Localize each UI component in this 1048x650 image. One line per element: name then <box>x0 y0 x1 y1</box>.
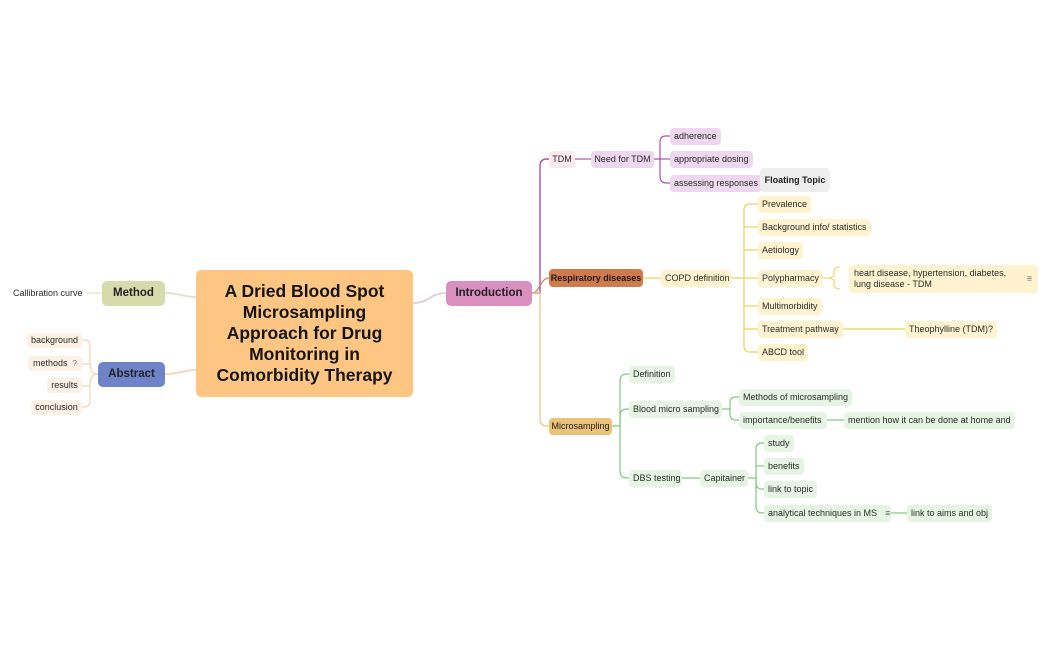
subtopic-label: Blood micro sampling <box>633 404 720 415</box>
subtopic-analytical-techniques[interactable]: analytical techniques in MS ≡ <box>764 505 891 522</box>
subtopic-label: Polypharmacy <box>762 273 820 284</box>
floating-topic[interactable]: Floating Topic <box>760 168 830 192</box>
subtopic-label: Microsampling <box>551 421 610 432</box>
subtopic-label: mention how it can be done at home and <box>848 415 1011 426</box>
subtopic-label: appropriate dosing <box>674 154 749 165</box>
subtopic-label: benefits <box>768 461 800 472</box>
subtopic-label: Theophylline (TDM)? <box>909 324 994 335</box>
central-topic[interactable]: A Dried Blood Spot Microsampling Approac… <box>196 270 413 397</box>
central-topic-label: A Dried Blood Spot Microsampling Approac… <box>216 281 393 385</box>
subtopic-multimorbidity[interactable]: Multimorbidity <box>758 298 822 315</box>
question-mark-icon[interactable]: ? <box>72 358 77 368</box>
note-lines-icon[interactable]: ≡ <box>1026 273 1032 284</box>
subtopic-callibration-curve[interactable]: Callibration curve <box>10 285 86 301</box>
subtopic-home-sampling-note[interactable]: mention how it can be done at home and <box>844 412 1015 429</box>
subtopic-methods[interactable]: methods ? <box>28 356 82 371</box>
subtopic-microsampling[interactable]: Microsampling <box>549 418 612 435</box>
subtopic-need-for-tdm[interactable]: Need for TDM <box>591 151 654 168</box>
subtopic-label: Multimorbidity <box>762 301 818 312</box>
subtopic-label: conclusion <box>35 402 78 413</box>
subtopic-treatment-pathway[interactable]: Treatment pathway <box>758 321 843 338</box>
topic-abstract[interactable]: Abstract <box>98 362 165 387</box>
subtopic-abcd-tool[interactable]: ABCD tool <box>758 344 809 361</box>
subtopic-label: heart disease, hypertension, diabetes, l… <box>854 268 1007 289</box>
subtopic-label: DBS testing <box>633 473 681 484</box>
subtopic-prevalence[interactable]: Prevalence <box>758 196 812 213</box>
subtopic-link-to-aims[interactable]: link to aims and obj <box>907 505 993 522</box>
subtopic-label: Capitainer <box>704 473 746 484</box>
subtopic-label: Treatment pathway <box>762 324 839 335</box>
subtopic-aetiology[interactable]: Aetiology <box>758 242 804 259</box>
subtopic-label: Methods of microsampling <box>743 392 849 403</box>
subtopic-label: ABCD tool <box>762 347 805 358</box>
subtopic-label: results <box>51 380 78 391</box>
subtopic-methods-of-microsampling[interactable]: Methods of microsampling <box>739 389 853 406</box>
subtopic-tdm[interactable]: TDM <box>549 151 575 168</box>
subtopic-benefits[interactable]: benefits <box>764 458 804 475</box>
subtopic-label: methods <box>33 358 68 369</box>
subtopic-label: TDM <box>552 154 572 165</box>
topic-introduction[interactable]: Introduction <box>446 281 532 306</box>
subtopic-theophylline[interactable]: Theophylline (TDM)? <box>905 321 998 338</box>
subtopic-appropriate-dosing[interactable]: appropriate dosing <box>670 151 753 168</box>
subtopic-respiratory-diseases[interactable]: Respiratory diseases <box>549 269 643 287</box>
topic-introduction-label: Introduction <box>455 286 523 299</box>
subtopic-conclusion[interactable]: conclusion <box>31 400 82 415</box>
subtopic-assessing-responses[interactable]: assessing responses <box>670 175 763 192</box>
subtopic-dbs-testing[interactable]: DBS testing <box>629 470 682 487</box>
subtopic-label: Background info/ statistics <box>762 222 867 233</box>
subtopic-label: background <box>30 335 79 346</box>
subtopic-label: study <box>768 438 790 449</box>
subtopic-importance-benefits[interactable]: importance/benefits <box>739 412 827 429</box>
subtopic-label: analytical techniques in MS <box>768 508 878 519</box>
subtopic-label: adherence <box>674 131 717 142</box>
subtopic-background[interactable]: background <box>27 333 82 348</box>
subtopic-blood-micro-sampling[interactable]: Blood micro sampling <box>629 401 722 418</box>
subtopic-label: importance/benefits <box>743 415 822 426</box>
note-lines-icon[interactable]: ≡ <box>885 508 891 519</box>
subtopic-definition[interactable]: Definition <box>629 366 675 383</box>
subtopic-polypharmacy[interactable]: Polypharmacy <box>758 270 822 287</box>
subtopic-label: Aetiology <box>762 245 800 256</box>
subtopic-label: Respiratory diseases <box>550 272 642 283</box>
subtopic-label: COPD definition <box>665 273 730 284</box>
subtopic-label: assessing responses <box>674 178 759 189</box>
subtopic-label: link to aims and obj <box>911 508 989 519</box>
subtopic-label: Callibration curve <box>13 287 83 298</box>
subtopic-adherence[interactable]: adherence <box>670 128 721 145</box>
subtopic-results[interactable]: results <box>47 378 82 393</box>
subtopic-polypharmacy-detail[interactable]: heart disease, hypertension, diabetes, l… <box>849 265 1038 293</box>
subtopic-background-info[interactable]: Background info/ statistics <box>758 219 871 236</box>
subtopic-link-to-topic[interactable]: link to topic <box>764 481 818 498</box>
subtopic-label: Definition <box>633 369 671 380</box>
floating-topic-label: Floating Topic <box>764 174 826 185</box>
topic-method-label: Method <box>113 286 154 299</box>
topic-abstract-label: Abstract <box>108 367 155 380</box>
subtopic-label: Prevalence <box>762 199 808 210</box>
subtopic-label: Need for TDM <box>594 154 651 165</box>
topic-method[interactable]: Method <box>102 281 165 306</box>
subtopic-study[interactable]: study <box>764 435 794 452</box>
subtopic-label: link to topic <box>768 484 814 495</box>
subtopic-capitainer[interactable]: Capitainer <box>700 470 748 487</box>
subtopic-copd-definition[interactable]: COPD definition <box>661 270 731 287</box>
